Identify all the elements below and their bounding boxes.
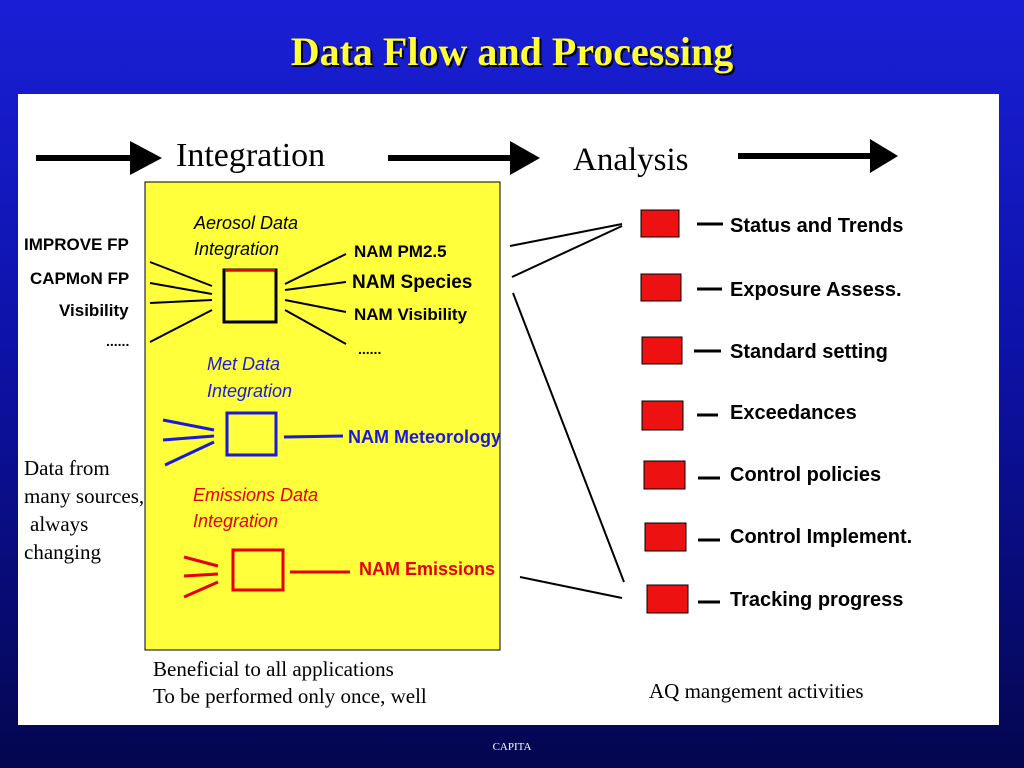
benefit-note-line2: To be performed only once, well [153, 684, 427, 708]
met-title-line2: Integration [207, 381, 292, 401]
integration-header: Integration [176, 137, 325, 174]
activity-box [646, 584, 689, 614]
emissions-title-line2: Integration [193, 511, 278, 531]
input-visibility: Visibility [59, 301, 129, 320]
aerosol-output-visibility: NAM Visibility [354, 305, 468, 324]
sources-note-line2: many sources, [24, 484, 144, 508]
emissions-integration-square [231, 548, 285, 592]
emissions-input-lines [183, 555, 219, 599]
met-input-lines [162, 418, 215, 467]
activity-box [641, 336, 683, 365]
activity-label: Exposure Assess. [730, 279, 902, 301]
flow-arrow-left [36, 141, 162, 175]
activity-row: Control Implement. [644, 522, 912, 552]
activity-row: Status and Trends [640, 209, 903, 238]
activities-caption: AQ mangement activities [649, 679, 864, 703]
activity-label: Control policies [730, 464, 881, 486]
aerosol-output-species: NAM Species [352, 272, 472, 293]
aerosol-output-lines [284, 253, 347, 345]
sources-note-line1: Data from [24, 456, 110, 480]
input-improve: IMPROVE FP [24, 235, 129, 254]
aerosol-title-line1: Aerosol Data [193, 213, 298, 233]
activity-label: Status and Trends [730, 215, 903, 237]
emissions-output: NAM Emissions [359, 559, 495, 579]
activity-row: Standard setting [641, 336, 888, 365]
sources-note-line3: always [30, 512, 88, 536]
emissions-title-line1: Emissions Data [193, 485, 318, 505]
met-output-line [283, 434, 344, 439]
slide-title: Data Flow and Processing [290, 29, 734, 74]
activity-row: Tracking progress [646, 584, 903, 614]
sources-note-line4: changing [24, 540, 101, 564]
analysis-header: Analysis [573, 142, 689, 178]
activity-box [641, 400, 684, 431]
flow-arrow-right [738, 139, 898, 173]
activity-label: Standard setting [730, 341, 888, 363]
input-capmon: CAPMoN FP [30, 269, 129, 288]
activity-row: Control policies [643, 460, 881, 490]
activity-box [640, 273, 682, 302]
slide-footer: CAPITA [492, 741, 532, 753]
aerosol-input-lines [149, 261, 213, 343]
activity-box [643, 460, 686, 490]
activity-connector-lines [509, 223, 625, 599]
activity-row: Exceedances [641, 400, 857, 431]
met-integration-square [225, 411, 278, 457]
activity-label: Control Implement. [730, 526, 912, 548]
activity-row: Exposure Assess. [640, 273, 902, 302]
activity-label: Tracking progress [730, 589, 903, 611]
activity-box [640, 209, 680, 238]
activity-box [644, 522, 687, 552]
aerosol-output-pm25: NAM PM2.5 [354, 242, 447, 261]
benefit-note-line1: Beneficial to all applications [153, 657, 394, 681]
input-more: ...... [106, 333, 129, 349]
aerosol-title-line2: Integration [194, 239, 279, 259]
met-output-meteorology: NAM Meteorology [348, 427, 501, 447]
aerosol-output-more: ...... [358, 341, 381, 357]
flow-arrow-middle [388, 141, 540, 175]
met-title-line1: Met Data [207, 354, 280, 374]
activity-label: Exceedances [730, 402, 857, 424]
